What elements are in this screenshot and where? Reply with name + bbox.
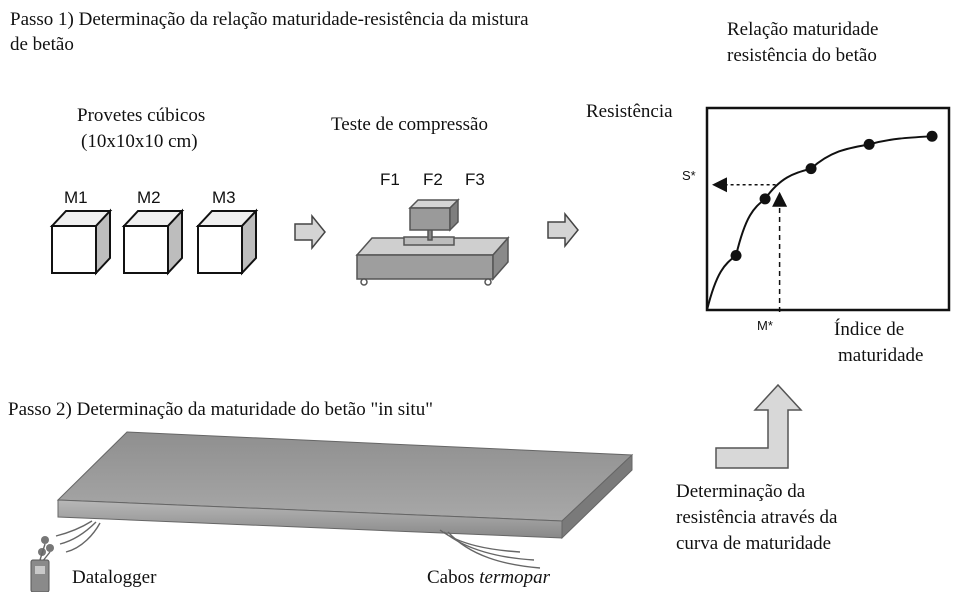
determination-line2: resistência através da [676,507,838,528]
data-point-1 [730,249,742,261]
data-point-2 [759,193,771,205]
arrow-right-2 [547,211,579,249]
cables-label-italic: termopar [479,567,550,588]
force-label-f3: F3 [465,170,485,189]
data-point-5 [926,130,938,142]
relation-title-line1: Relação maturidade [727,19,879,40]
determination-line3: curva de maturidade [676,533,832,554]
cables-label: Cabos termopar [427,566,550,590]
compression-label: Teste de compressão [331,114,488,135]
determination-line1: Determinação da [676,481,806,502]
chart-s-marker: S* [682,168,696,183]
chart-frame [705,106,951,312]
specimen-label-m2: M2 [137,188,161,207]
force-label-f2: F2 [423,170,443,189]
cube-m2 [121,208,185,276]
relation-title-line2: resistência do betão [727,45,877,66]
cables-label-prefix: Cabos [427,567,480,588]
chart-marks [706,130,938,312]
data-point-3 [805,163,817,175]
chart-x-label-line2: maturidade [838,345,924,366]
cube-m3 [195,208,259,276]
step2-title: Passo 2) Determinação da maturidade do b… [8,399,433,420]
specimens-label-line2: (10x10x10 cm) [81,131,198,152]
datalogger-label: Datalogger [72,567,157,588]
thermocouple-cables [55,520,541,569]
concrete-slab [56,431,634,540]
force-label-f1: F1 [380,170,400,189]
cube-m1 [49,208,113,276]
chart-y-label: Resistência [586,101,673,122]
step1-title-line1: Passo 1) Determinação da relação maturid… [10,9,529,30]
arrow-right-1 [294,213,326,251]
arrow-up-l [715,383,803,469]
compression-machine [355,198,510,286]
specimen-label-m3: M3 [212,188,236,207]
chart-x-label-line1: Índice de [834,319,905,340]
datalogger-device [30,536,54,592]
data-point-4 [863,138,875,150]
step1-title-line2: de betão [10,34,74,55]
specimen-label-m1: M1 [64,188,88,207]
chart-m-marker: M* [757,318,773,333]
specimens-label-line1: Provetes cúbicos [77,105,206,126]
